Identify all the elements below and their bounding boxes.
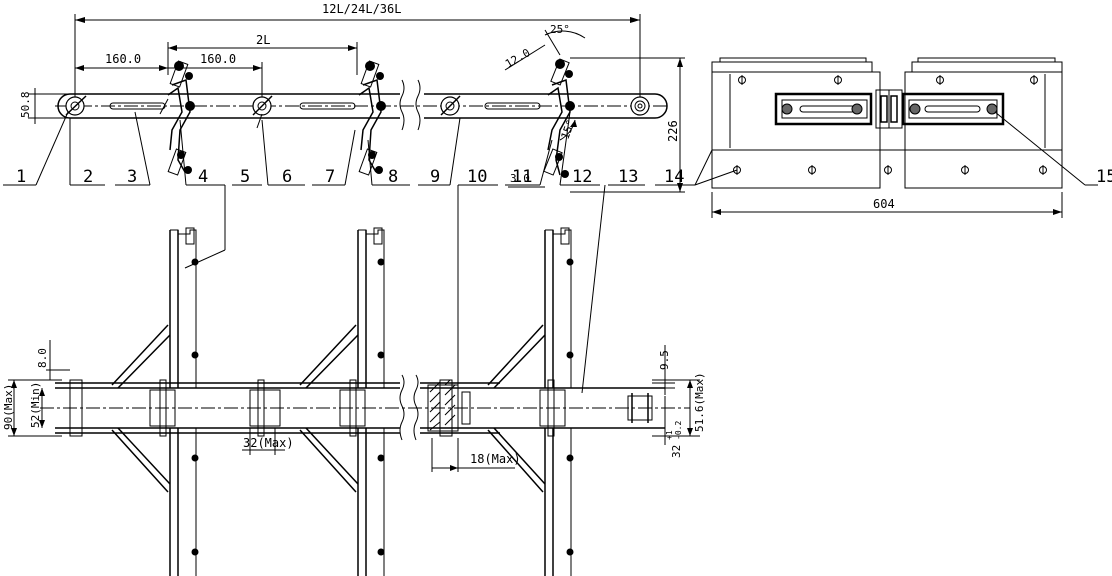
callout-7: 7 bbox=[325, 167, 335, 187]
min-width-label: 52(Min) bbox=[29, 382, 42, 428]
callout-15: 15 bbox=[1096, 167, 1112, 187]
double-pitch-label: 2L bbox=[256, 33, 270, 47]
callout-9: 9 bbox=[430, 167, 440, 187]
callout-11: 11 bbox=[512, 167, 532, 187]
bolt-holes-top bbox=[738, 75, 1038, 85]
callout-10: 10 bbox=[467, 167, 487, 187]
callout-14: 14 bbox=[664, 167, 684, 187]
pitch-2-label: 160.0 bbox=[200, 52, 236, 66]
bracket-length-label: 604 bbox=[873, 197, 895, 211]
flight-post-3 bbox=[487, 227, 574, 576]
callouts: 1 2 3 4 5 6 7 8 9 10 11 12 13 14 15 bbox=[3, 111, 1112, 394]
bracket-gap-label: 3.0 bbox=[510, 172, 530, 185]
callout-12: 12 bbox=[572, 167, 592, 187]
pitch-dimensions: 160.0 160.0 bbox=[75, 52, 263, 100]
pin-max-label: 32(Max) bbox=[243, 436, 294, 450]
flight-post-2 bbox=[299, 227, 385, 576]
height-max-label: 51.6(Max) bbox=[693, 372, 706, 432]
double-pitch-dimension: 2L bbox=[167, 33, 358, 75]
flight-post-1 bbox=[111, 227, 199, 576]
chain-side-view bbox=[40, 227, 690, 576]
callout-5: 5 bbox=[240, 167, 250, 187]
bolt-holes-bottom bbox=[733, 165, 1047, 175]
max-width-label: 90(Max) bbox=[2, 384, 15, 430]
bush-size-label: 32 bbox=[670, 445, 683, 458]
callout-8: 8 bbox=[388, 167, 398, 187]
bracket-detail-view: 604 bbox=[711, 57, 1063, 218]
overall-pitch-label: 12L/24L/36L bbox=[322, 2, 401, 16]
clearance-label: 9.5 bbox=[658, 350, 671, 370]
chain-top-view bbox=[55, 58, 670, 178]
callout-1: 1 bbox=[16, 167, 26, 187]
roller-dia-label: 50.8 bbox=[19, 92, 32, 119]
overall-dimension: 12L/24L/36L bbox=[74, 2, 641, 100]
roller-dia-dimension: 50.8 bbox=[19, 88, 70, 124]
callout-3: 3 bbox=[127, 167, 137, 187]
flight-height-label: 226 bbox=[666, 120, 680, 142]
callout-13: 13 bbox=[618, 167, 638, 187]
flight-offset-label: 12.0 bbox=[503, 46, 532, 71]
offset-max-label: 18(Max) bbox=[470, 452, 521, 466]
callout-2: 2 bbox=[83, 167, 93, 187]
pitch-1-label: 160.0 bbox=[105, 52, 141, 66]
callout-6: 6 bbox=[282, 167, 292, 187]
hatched-joint bbox=[427, 379, 471, 437]
flight-height-dimension: 226 bbox=[570, 57, 685, 193]
plate-thickness-label: 8.0 bbox=[36, 348, 49, 368]
side-view-dims: 90(Max) 52(Min) 8.0 32(Max) 18(Max) 9.5 … bbox=[2, 340, 706, 472]
flight-angle-label: 25° bbox=[550, 23, 570, 36]
bush-tol-lower: -0.2 bbox=[674, 421, 683, 440]
callout-4: 4 bbox=[198, 167, 208, 187]
bush-tol-upper: +1 bbox=[665, 430, 674, 440]
